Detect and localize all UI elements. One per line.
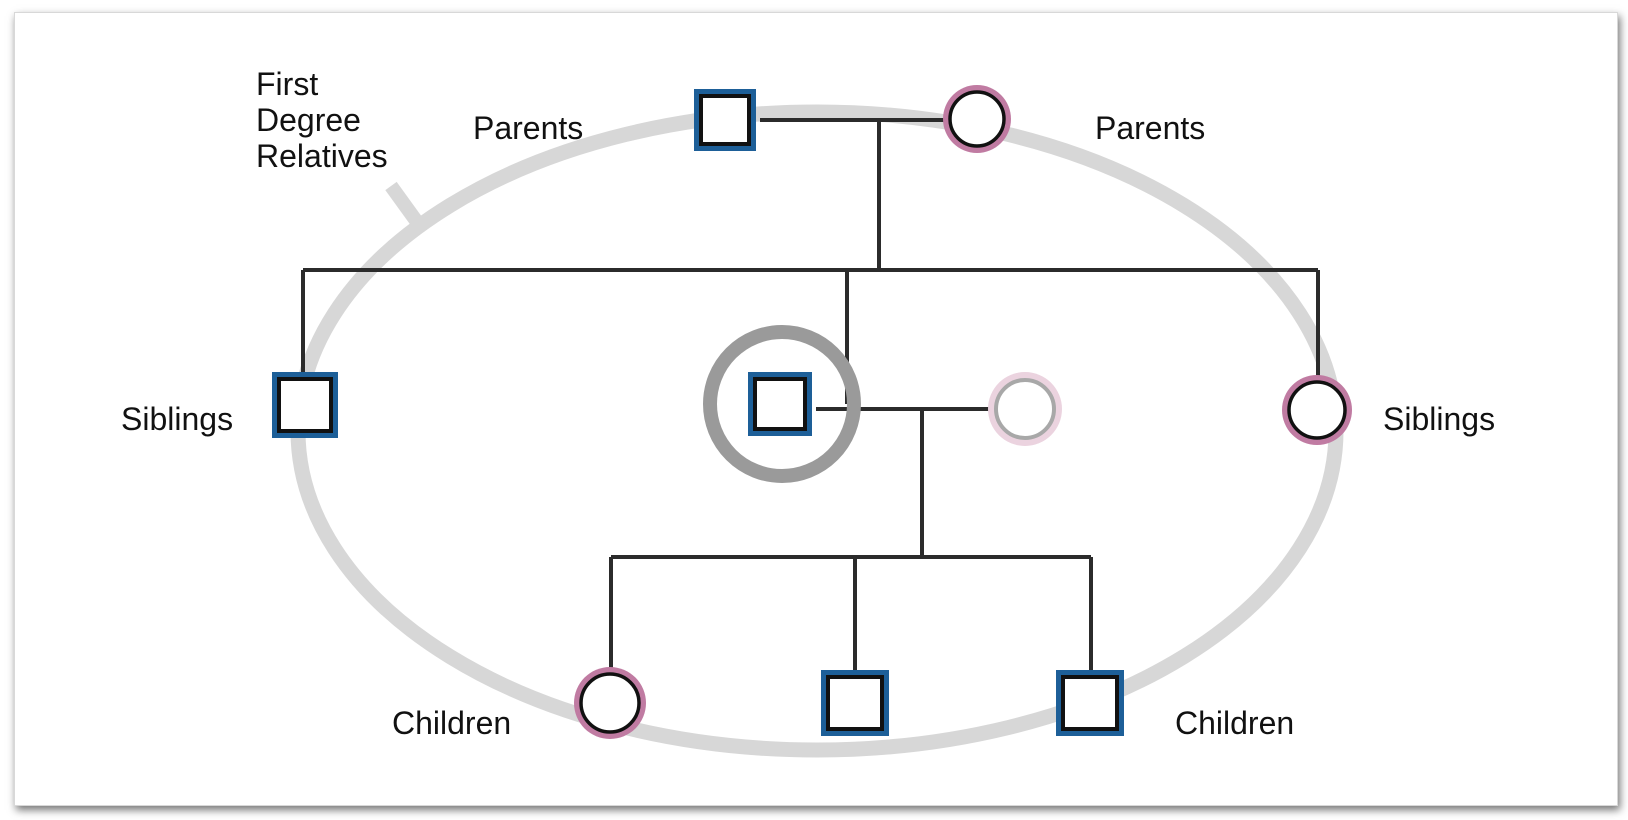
father-square	[694, 89, 756, 151]
first-degree-line-3: Relatives	[256, 138, 388, 174]
first-degree-relatives-ring	[290, 104, 1344, 758]
children-right-label: Children	[1175, 705, 1294, 741]
child-left-circle	[574, 667, 646, 739]
siblings-left-label: Siblings	[121, 401, 233, 437]
parents-left-label: Parents	[473, 110, 583, 146]
first-degree-label: First Degree Relatives	[256, 66, 388, 174]
spouse-circle	[988, 372, 1062, 446]
proband-square	[748, 372, 812, 436]
child-right-square	[1056, 670, 1124, 736]
children-left-label: Children	[392, 705, 511, 741]
parents-right-label: Parents	[1095, 110, 1205, 146]
first-degree-line-2: Degree	[256, 102, 361, 138]
child-middle-square	[821, 670, 889, 736]
siblings-right-label: Siblings	[1383, 401, 1495, 437]
first-degree-pointer	[385, 181, 423, 227]
sibling-left-square	[272, 372, 338, 438]
first-degree-line-1: First	[256, 66, 318, 102]
proband-ring	[703, 325, 861, 483]
mother-circle	[943, 85, 1011, 153]
sibling-right-circle	[1282, 375, 1352, 445]
